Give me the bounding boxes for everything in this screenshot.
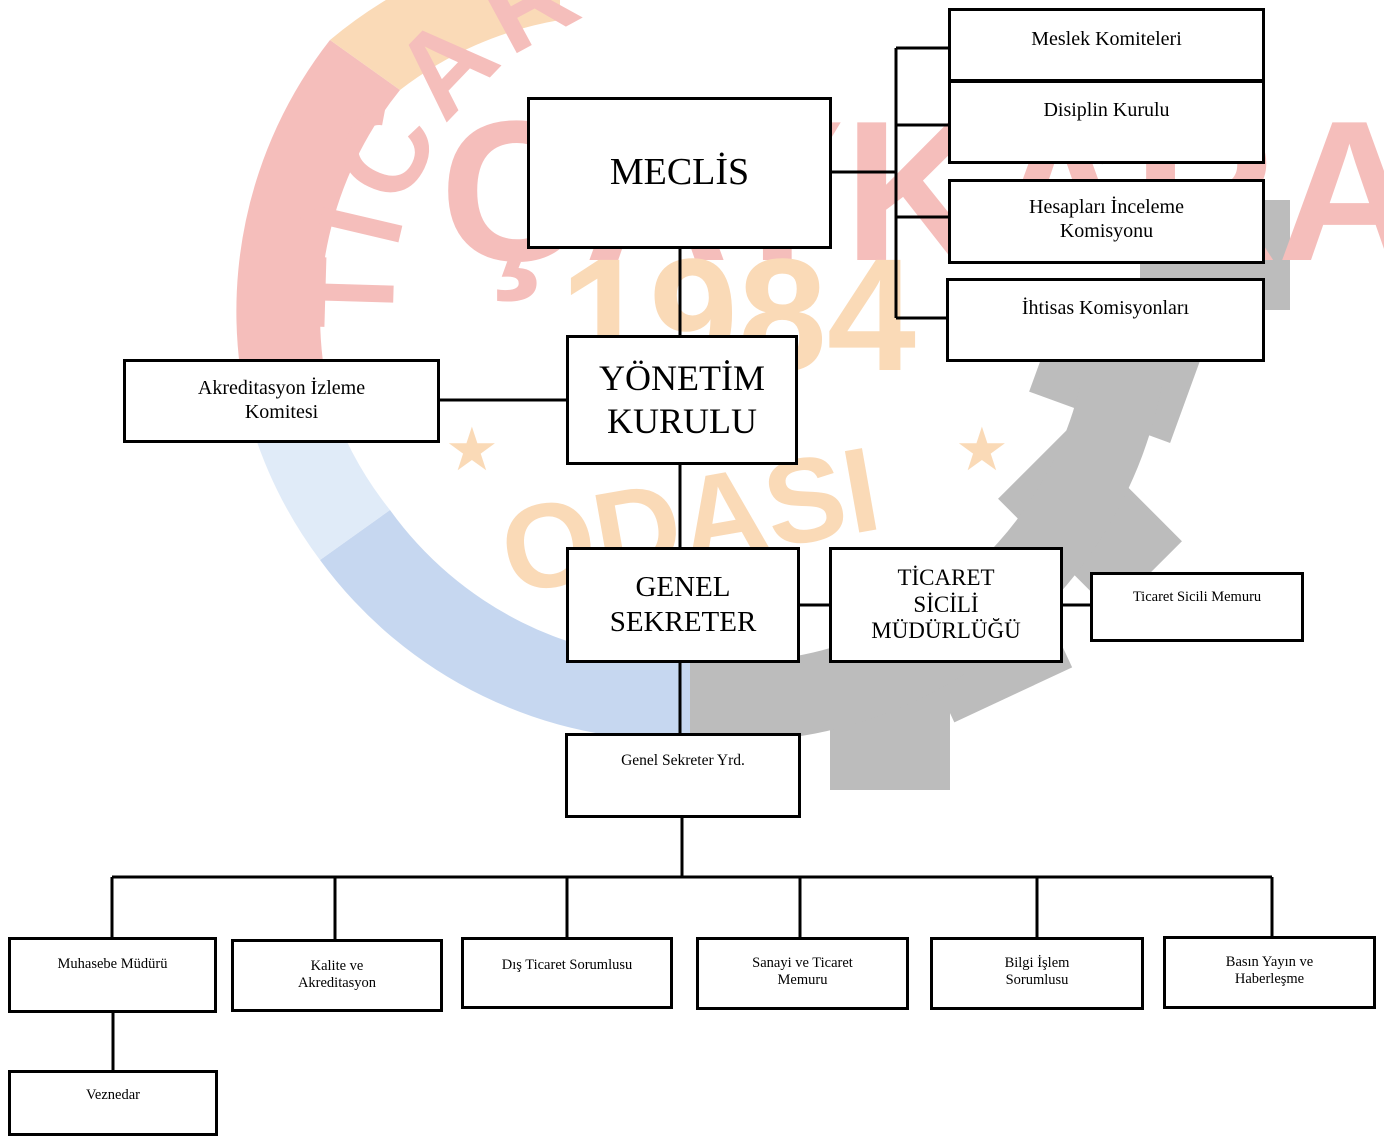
hesaplari-inceleme-line1: Hesapları İnceleme [1029, 196, 1184, 218]
bilgi-islem-line1: Bilgi İşlem [1004, 955, 1070, 971]
disiplin-kurulu-box: Disiplin Kurulu [948, 80, 1265, 164]
yonetim-kurulu-box: YÖNETİM KURULU [566, 335, 798, 465]
meslek-komiteleri-box: Meslek Komiteleri [948, 8, 1265, 82]
ticaret-sicili-line3: MÜDÜRLÜĞÜ [871, 618, 1021, 644]
akreditasyon-izleme-line2: Komitesi [244, 401, 319, 423]
bilgi-islem-line2: Sorumlusu [1005, 972, 1069, 989]
kalite-akreditasyon-box: Kalite ve Akreditasyon [231, 939, 443, 1012]
ring-blue [320, 510, 690, 741]
yonetim-kurulu-line2: KURULU [607, 401, 757, 441]
kalite-akreditasyon-line1: Kalite ve [310, 958, 364, 974]
ihtisas-komisyonlari-label: İhtisas Komisyonları [1021, 297, 1190, 319]
ticaret-sicili-memuru-label: Ticaret Sicili Memuru [1132, 589, 1262, 605]
meclis-label: MECLİS [609, 151, 750, 194]
ihtisas-komisyonlari-box: İhtisas Komisyonları [946, 278, 1265, 362]
muhasebe-muduru-box: Muhasebe Müdürü [8, 937, 217, 1013]
genel-sekreter-yrd-label: Genel Sekreter Yrd. [621, 752, 745, 769]
ring-red [236, 40, 400, 420]
ticaret-sicili-memuru-box: Ticaret Sicili Memuru [1090, 572, 1304, 642]
basin-yayin-line2: Haberleşme [1234, 971, 1305, 988]
meslek-komiteleri-label: Meslek Komiteleri [1031, 28, 1182, 50]
basin-yayin-haberlesme-box: Basın Yayın ve Haberleşme [1163, 936, 1376, 1009]
ticaret-sicili-line1: TİCARET [897, 565, 995, 591]
dis-ticaret-label: Dış Ticaret Sorumlusu [501, 957, 633, 973]
akreditasyon-izleme-komitesi-box: Akreditasyon İzleme Komitesi [123, 359, 440, 443]
genel-sekreter-line1: GENEL [635, 571, 731, 604]
bilgi-islem-sorumlusu-box: Bilgi İşlem Sorumlusu [930, 937, 1144, 1010]
ring-orange [330, 0, 560, 90]
sanayi-ticaret-line1: Sanayi ve Ticaret [752, 955, 853, 971]
muhasebe-muduru-label: Muhasebe Müdürü [57, 956, 168, 972]
meclis-box: MECLİS [527, 97, 832, 249]
ticaret-sicili-mudurlugu-box: TİCARET SİCİLİ MÜDÜRLÜĞÜ [829, 547, 1063, 663]
kalite-akreditasyon-line2: Akreditasyon [297, 975, 377, 992]
star-icon: ★ [955, 415, 1009, 485]
genel-sekreter-line2: SEKRETER [609, 606, 757, 638]
genel-sekreter-box: GENEL SEKRETER [566, 547, 800, 663]
hesaplari-inceleme-line2: Komisyonu [1059, 220, 1154, 242]
akreditasyon-izleme-line1: Akreditasyon İzleme [197, 377, 366, 399]
hesaplari-inceleme-box: Hesapları İnceleme Komisyonu [948, 179, 1265, 264]
veznedar-label: Veznedar [86, 1087, 140, 1103]
veznedar-box: Veznedar [8, 1070, 218, 1136]
sanayi-ticaret-line2: Memuru [777, 972, 828, 989]
sanayi-ticaret-memuru-box: Sanayi ve Ticaret Memuru [696, 937, 909, 1010]
genel-sekreter-yrd-box: Genel Sekreter Yrd. [565, 733, 801, 818]
yonetim-kurulu-line1: YÖNETİM [599, 357, 765, 398]
disiplin-kurulu-label: Disiplin Kurulu [1043, 99, 1170, 121]
ticaret-sicili-line2: SİCİLİ [913, 591, 979, 617]
basin-yayin-line1: Basın Yayın ve [1225, 954, 1314, 970]
dis-ticaret-sorumlusu-box: Dış Ticaret Sorumlusu [461, 937, 673, 1009]
star-icon: ★ [445, 415, 499, 485]
